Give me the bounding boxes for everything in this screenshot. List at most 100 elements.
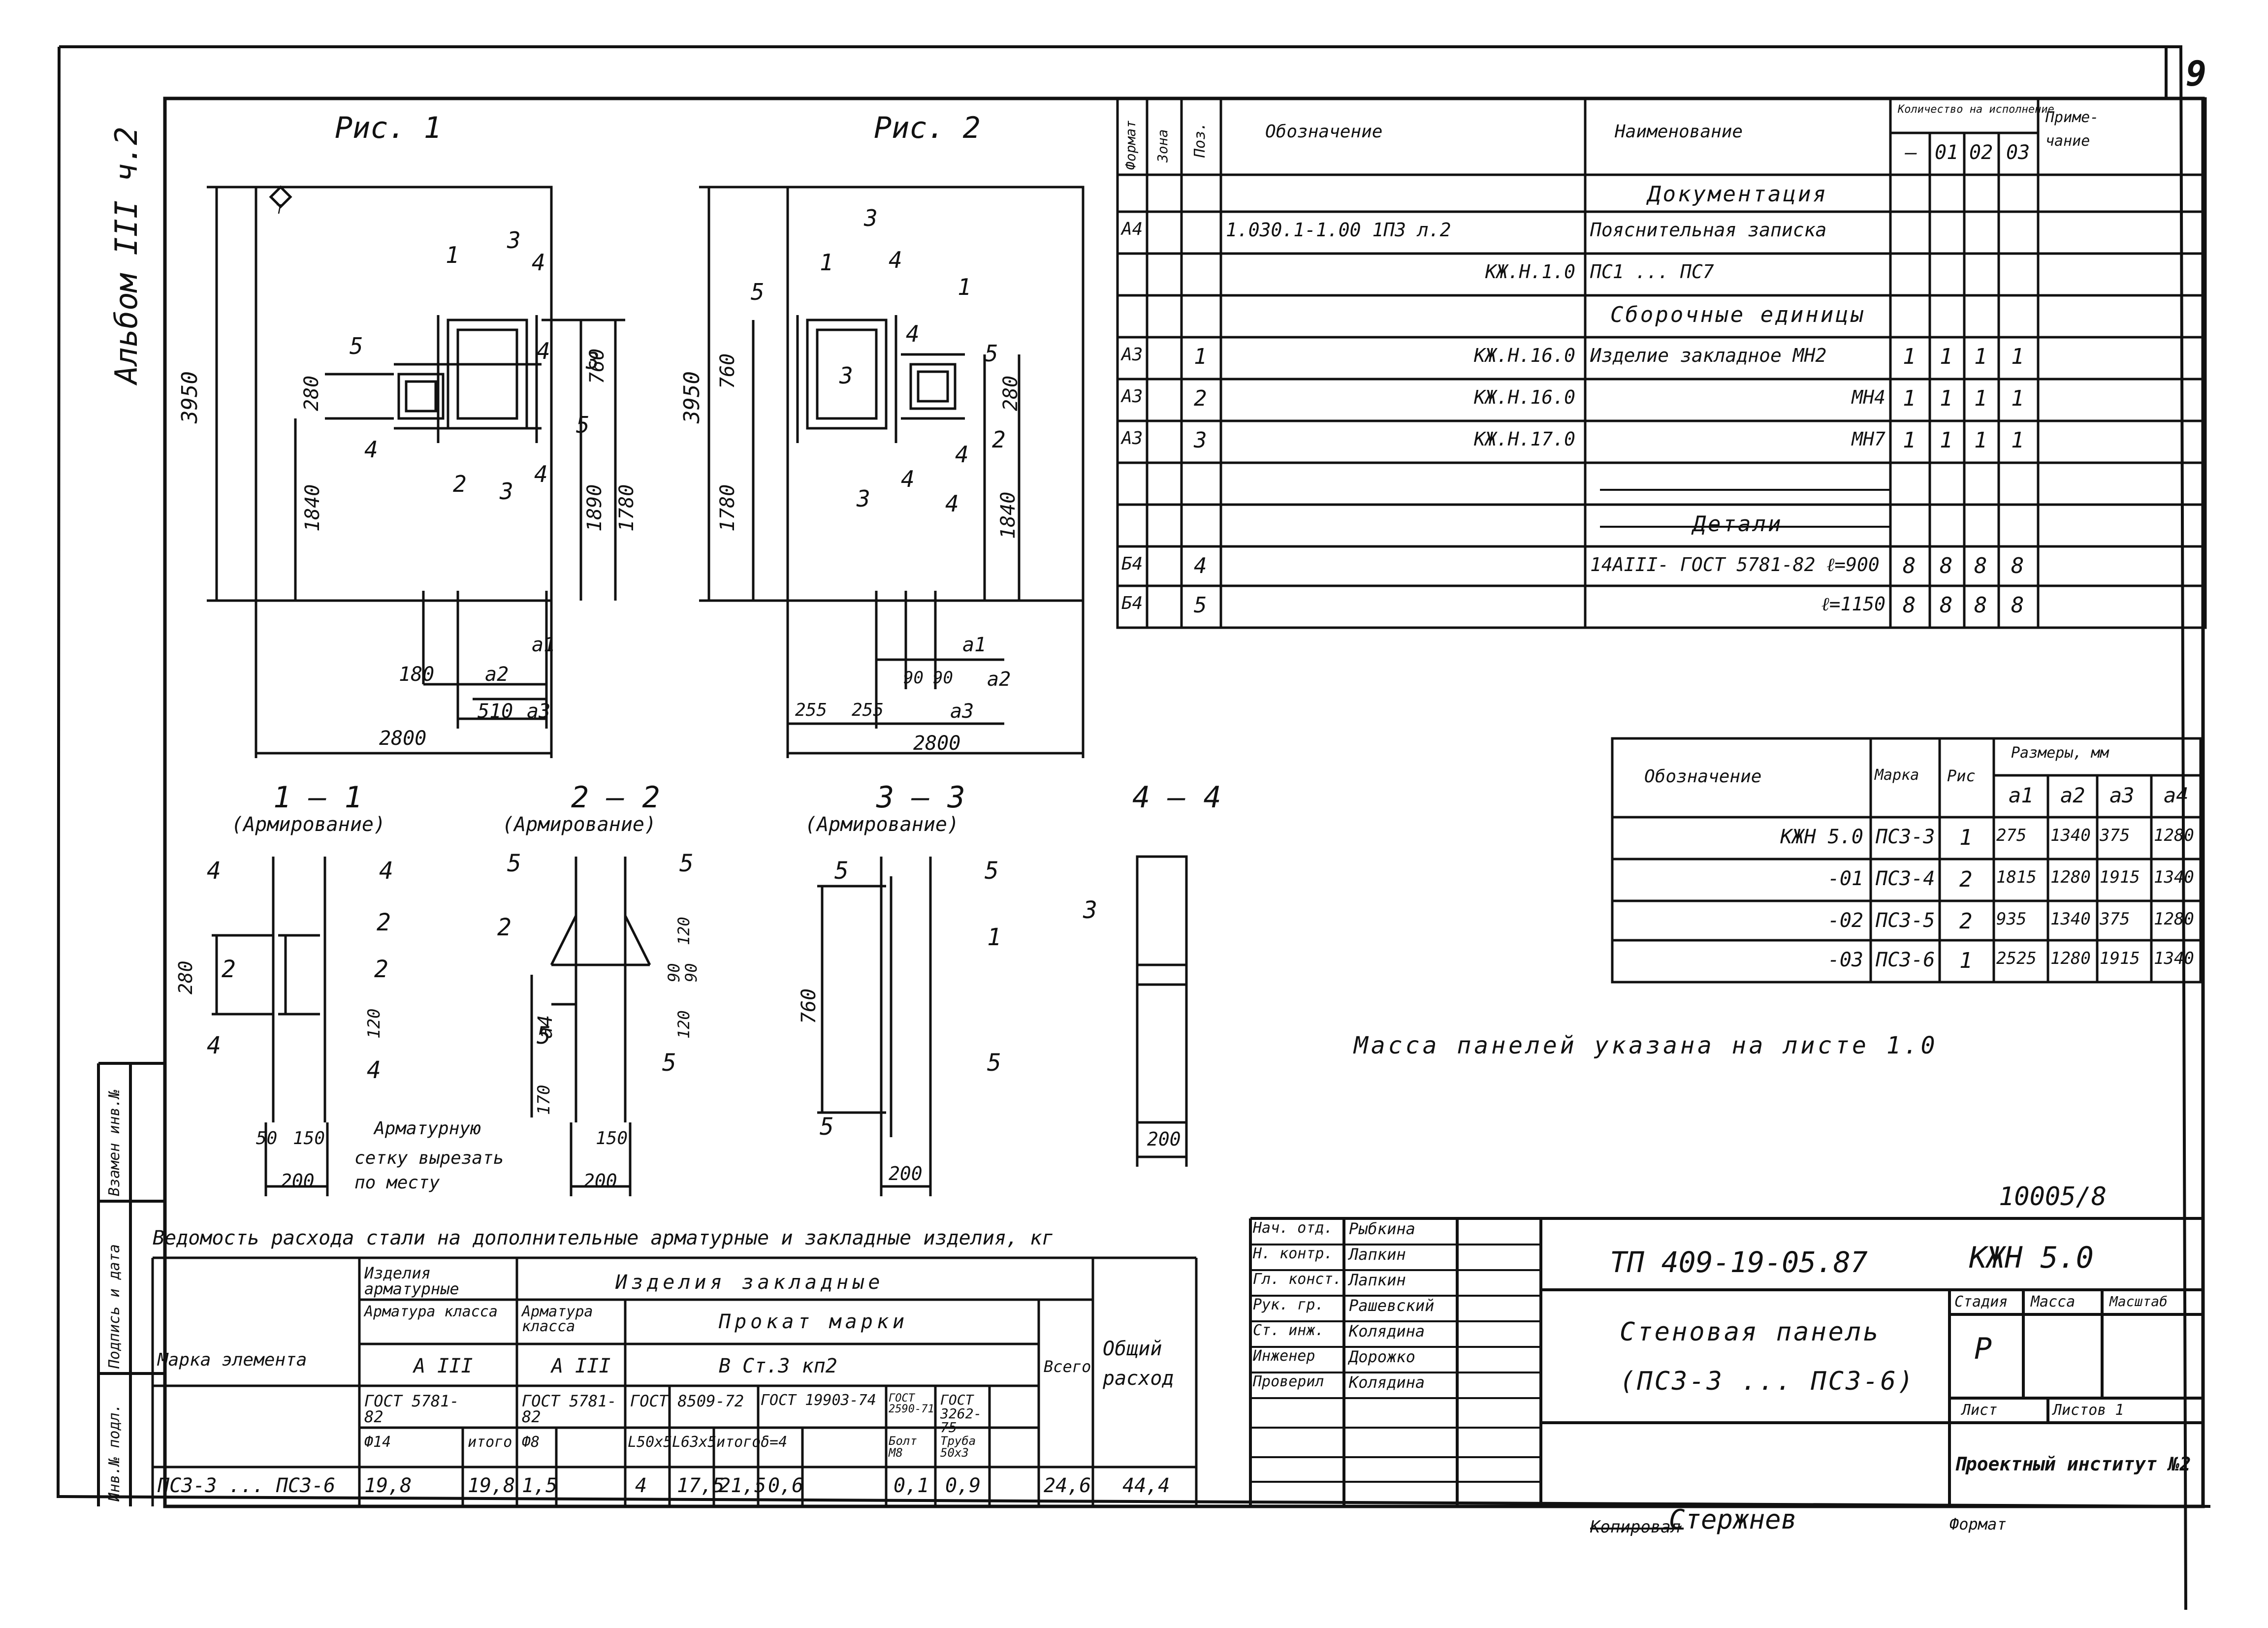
spec-designation: 1.030.1-1.00 1ПЗ л.2 [1226,219,1451,241]
spec-qty: 8 [1940,593,1953,618]
s22-callout-5a: 5 [507,850,521,877]
s11-callout-4b: 4 [379,857,393,885]
s11-note-3: по месту [354,1173,440,1193]
steel-gost-4: ГОСТ 19903-74 [761,1392,876,1409]
doc-code: ТП 409-19-05.87 [1610,1245,1868,1279]
steel-subcol: итого [716,1434,761,1451]
dims-a4: 1280 [2154,826,2194,845]
spec-pos: 1 [1194,344,1207,369]
stage-value: Р [1974,1332,1992,1366]
spec-section-heading: Сборочные единицы [1610,302,1866,327]
sections-drawing [212,855,1188,1196]
spec-qty: 8 [1940,553,1953,578]
dims-a2: 1280 [2050,867,2091,887]
spec-designation: КЖ.Н.16.0 [1474,386,1575,408]
spec-qty: 1 [1974,344,1987,369]
dims-a2: 1280 [2050,949,2091,968]
spec-qty: 1 [1903,428,1916,453]
fig1-dim-510: 510 [478,700,513,723]
dims-mark: ПСЗ-5 [1876,909,1935,932]
dims-fig: 1 [1959,948,1973,973]
fig2-dim-3950: 3950 [679,371,704,423]
dims-a1: 1815 [1996,867,2037,887]
fig2-dim-280: 280 [999,375,1022,411]
fig2-dim-a3: a3 [950,700,974,723]
s22-dim-120a: 120 [674,917,693,945]
s22-callout-5c: 5 [537,1022,551,1050]
fig1-callout-4d: 4 [534,461,548,487]
fig2-dim-a1: a1 [962,634,987,656]
steel-cell-l63: 17,5 [677,1474,725,1497]
fig2-dim-90a: 90 [903,668,924,688]
dims-a1: 935 [1996,909,2027,929]
steel-cell-d4: 0,6 [768,1474,804,1497]
spec-section-heading: Документация [1648,182,1828,207]
section-3-3-sub: (Армирование) [805,813,959,836]
figure-2-drawing [699,186,1085,758]
s44-dim-200: 200 [1147,1128,1181,1150]
sheets-label: Листов 1 [2053,1402,2124,1419]
staff-role: Ст. инж. [1253,1322,1324,1339]
spec-qty: 1 [2011,428,2024,453]
s33-dim-200: 200 [889,1163,923,1184]
s11-callout-4a: 4 [207,857,221,885]
fig1-dim-a1: a1 [532,634,556,656]
dims-h-a3: a3 [2109,783,2135,807]
staff-name: Рашевский [1349,1296,1435,1315]
doc-mark: КЖН 5.0 [1969,1241,2094,1275]
steel-table-grid [151,1256,1198,1506]
dims-table-grid [1611,737,2202,984]
fig2-callout-3b: 3 [839,362,853,389]
dims-a2: 1340 [2050,909,2091,929]
fig1-dim-280: 280 [300,375,323,411]
spec-h-qty-3: 03 [2006,141,2030,164]
spec-name: 14АIII- ГОСТ 5781-82 ℓ=900 [1590,554,1880,575]
copied-label: Копировал [1590,1517,1681,1537]
steel-cell-it2: 21,5 [719,1474,767,1497]
steel-h-rclass1: Арматура класса [364,1303,498,1320]
spec-name: МН4 [1852,386,1885,408]
fig2-dim-2800: 2800 [913,732,961,755]
s33-callout-5d: 5 [820,1113,834,1141]
sheet-number: 9 [2186,54,2207,94]
fig1-dim-3950: 3950 [177,371,202,423]
s11-note-2: сетку вырезать [354,1148,504,1168]
stamp-sign-date: Подпись и дата [106,1244,123,1369]
steel-gost-3: ГОСТ 8509-72 [630,1392,744,1410]
fig2-dim-90b: 90 [933,668,953,688]
dims-fig: 2 [1959,867,1973,892]
fig1-callout-3: 3 [507,227,521,254]
s11-callout-4c: 4 [207,1032,221,1059]
steel-h-embed: Изделия закладные [615,1271,884,1294]
s22-dim-170: 170 [534,1085,554,1115]
staff-role: Рук. гр. [1253,1296,1324,1313]
steel-cell-l50: 4 [635,1474,647,1497]
spec-designation: КЖ.Н.17.0 [1474,428,1575,450]
spec-qty: 1 [1974,428,1987,453]
section-1-1-sub: (Армирование) [231,813,386,836]
album-label: Альбом III ч.2 [108,127,144,384]
s11-dim-50: 50 [256,1128,278,1149]
spec-designation: КЖ.Н.16.0 [1474,345,1575,366]
staff-role: Гл. конст. [1253,1271,1342,1288]
spec-format: Б4 [1121,593,1143,613]
steel-cell-it1: 19,8 [468,1474,515,1497]
staff-name: Дорожко [1349,1347,1415,1366]
spec-h-qty-1: 01 [1935,141,1959,164]
dims-a3: 375 [2100,826,2130,845]
spec-qty: 1 [1903,386,1916,411]
steel-subcol: L50x5 [628,1434,672,1451]
dims-a3: 1915 [2100,867,2140,887]
steel-cell-pipe: 0,9 [945,1474,981,1497]
spec-qty: 1 [1903,344,1916,369]
s33-callout-5c: 5 [987,1049,1001,1077]
dims-h-designation: Обозначение [1644,766,1762,787]
spec-pos: 4 [1194,553,1207,578]
dims-designation: -02 [1827,909,1863,932]
fig2-callout-4c: 4 [955,441,969,468]
format-label: Формат [1949,1515,2007,1533]
steel-cell-f8: 1,5 [522,1474,558,1497]
fig1-callout-4c: 4 [364,436,378,463]
fig2-callout-5a: 5 [751,279,765,305]
fig1-callout-5b: 5 [576,412,590,438]
